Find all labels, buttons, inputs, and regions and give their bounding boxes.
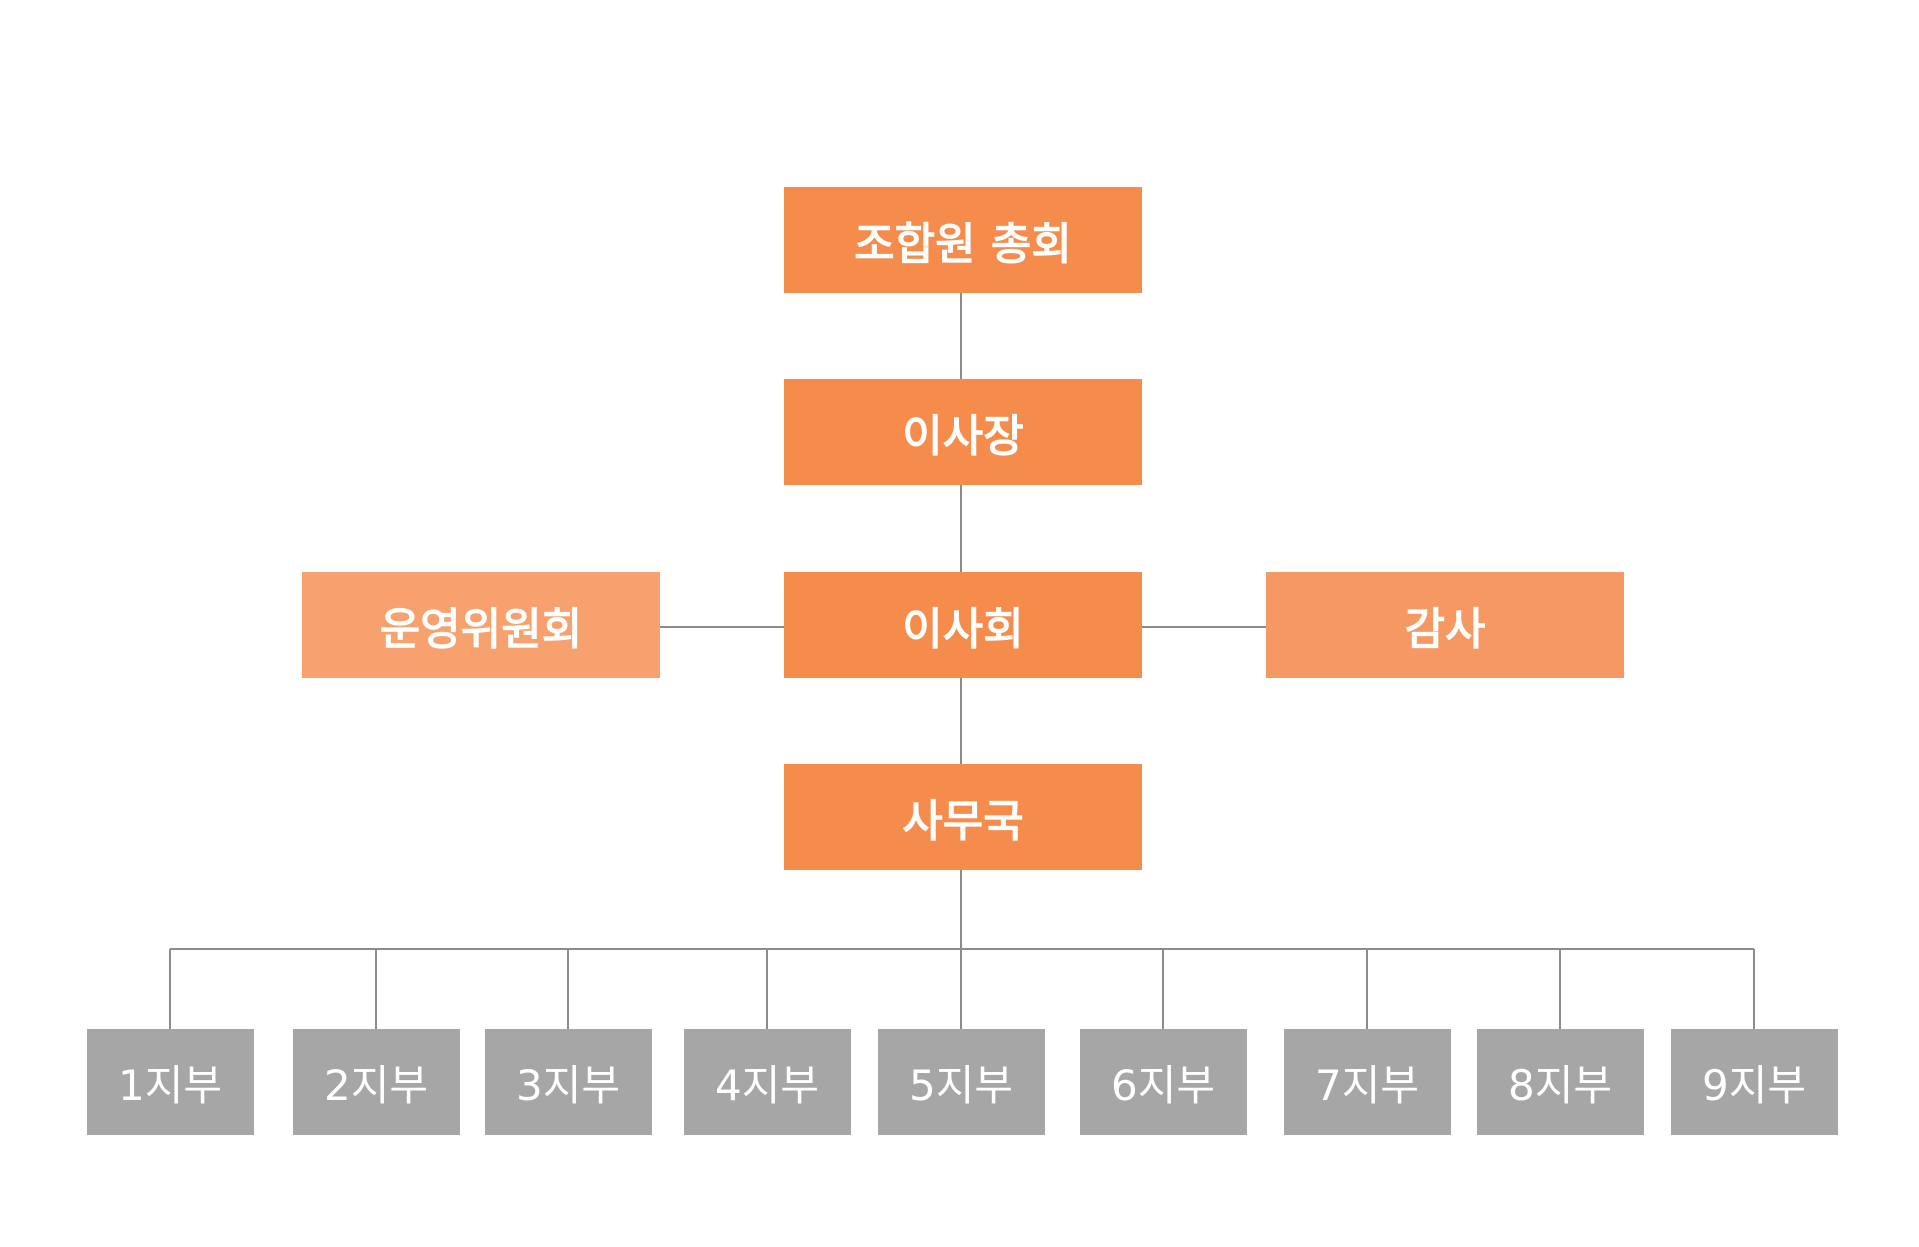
node-branch-8: 8지부 [1476, 1029, 1644, 1135]
node-branch-3: 3지부 [484, 1029, 652, 1135]
node-branch-9: 9지부 [1670, 1029, 1838, 1135]
node-general-assembly: 조합원 총회 [784, 187, 1142, 293]
node-branch-6: 6지부 [1079, 1029, 1247, 1135]
node-branch-7: 7지부 [1283, 1029, 1451, 1135]
node-branch-2: 2지부 [292, 1029, 460, 1135]
node-branch-4: 4지부 [683, 1029, 851, 1135]
branch-drop-lines [169, 949, 1755, 1029]
node-branch-5: 5지부 [877, 1029, 1045, 1135]
node-board: 이사회 [784, 572, 1142, 678]
node-auditor: 감사 [1266, 572, 1624, 678]
node-secretariat: 사무국 [784, 764, 1142, 870]
node-steering-committee: 운영위원회 [302, 572, 660, 678]
node-chairman: 이사장 [784, 379, 1142, 485]
node-branch-1: 1지부 [86, 1029, 254, 1135]
